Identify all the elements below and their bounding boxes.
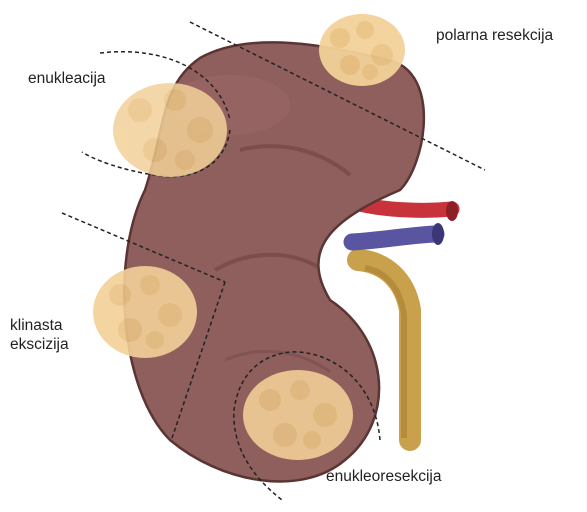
tumor-wedge (93, 266, 197, 358)
renal-vein-icon (352, 223, 444, 245)
enucleation-label: enukleacija (28, 69, 106, 88)
renal-artery-end (446, 201, 458, 221)
tumor-polar (319, 14, 405, 86)
polar-resection-label: polarna resekcija (436, 26, 553, 45)
renal-vein-end (432, 223, 444, 245)
tumor-enucleoresection (243, 370, 353, 460)
tumor-enucleation (113, 83, 227, 177)
renal-vein (352, 234, 436, 242)
enucleoresection-label: enukleoresekcija (326, 467, 441, 486)
wedge-excision-label-line2: ekscizija (10, 335, 69, 354)
wedge-excision-label-line1: klinasta (10, 316, 63, 335)
